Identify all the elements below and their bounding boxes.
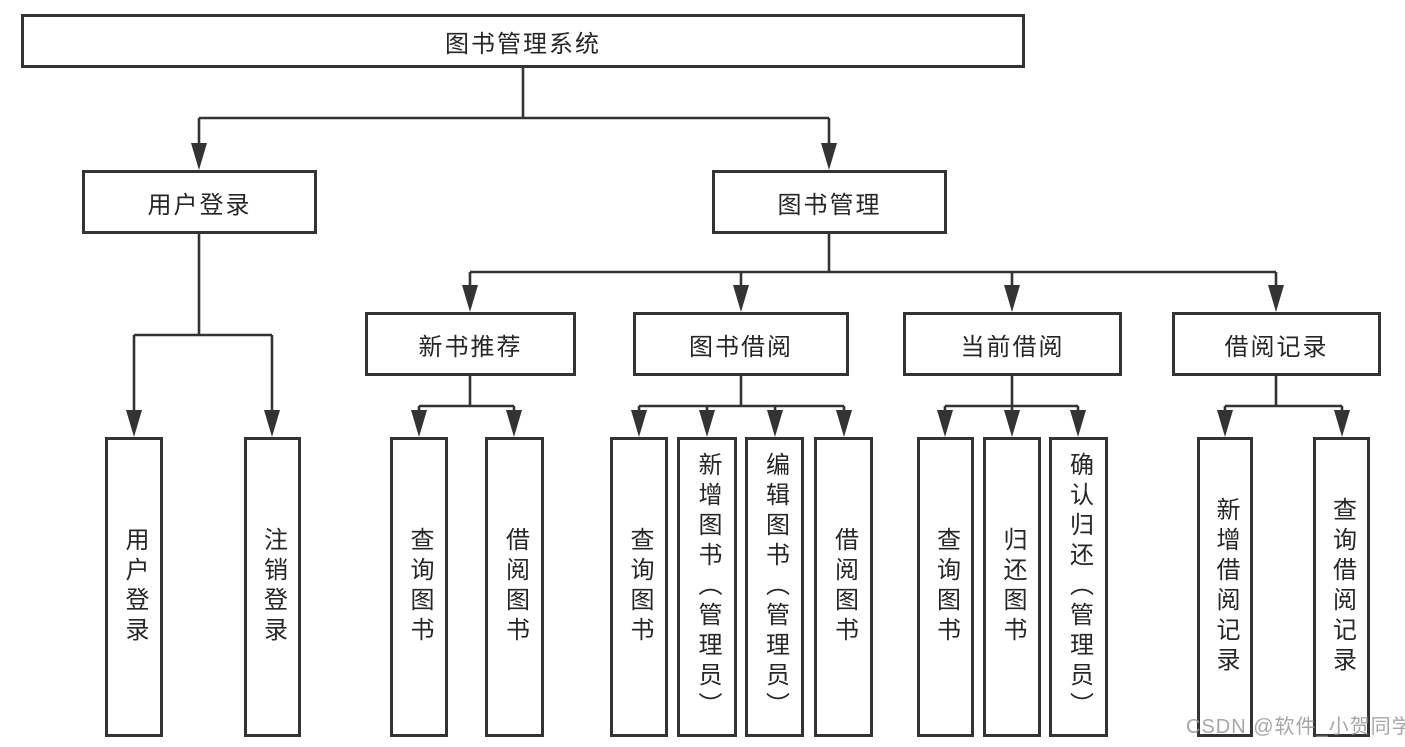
node-book-management-label: 图书管理 bbox=[777, 191, 882, 219]
node-user-login-module-label: 用户登录 bbox=[147, 191, 252, 219]
node-add-borrow-record: 新增借阅记录 bbox=[1197, 437, 1253, 737]
arrowheads bbox=[126, 143, 1350, 437]
node-root: 图书管理系统 bbox=[21, 14, 1025, 68]
node-new-book-recommend: 新书推荐 bbox=[365, 312, 576, 376]
node-user-login: 用户登录 bbox=[105, 437, 163, 737]
node-query-book-borrowing: 查询图书 bbox=[610, 437, 668, 737]
node-new-book-recommend-label: 新书推荐 bbox=[418, 333, 523, 361]
node-borrow-book-borrowing-label: 借阅图书 bbox=[830, 527, 858, 647]
node-query-book-current: 查询图书 bbox=[917, 437, 974, 737]
node-user-login-module: 用户登录 bbox=[82, 170, 317, 234]
node-edit-book-admin: 编辑图书（管理员） bbox=[745, 437, 804, 737]
node-book-borrowing: 图书借阅 bbox=[633, 312, 849, 376]
node-add-book-admin: 新增图书（管理员） bbox=[677, 437, 737, 737]
node-confirm-return-admin: 确认归还（管理员） bbox=[1049, 437, 1108, 737]
node-add-book-admin-label: 新增图书（管理员） bbox=[694, 452, 721, 722]
node-current-borrowing-label: 当前借阅 bbox=[960, 333, 1065, 361]
node-borrow-book-borrowing: 借阅图书 bbox=[814, 437, 873, 737]
node-return-book-label: 归还图书 bbox=[999, 527, 1026, 647]
node-borrowing-records: 借阅记录 bbox=[1172, 312, 1381, 376]
node-book-management: 图书管理 bbox=[712, 170, 947, 234]
node-query-book-borrowing-label: 查询图书 bbox=[626, 527, 653, 647]
node-edit-book-admin-label: 编辑图书（管理员） bbox=[761, 452, 789, 722]
node-borrowing-records-label: 借阅记录 bbox=[1224, 333, 1329, 361]
node-logout-label: 注销登录 bbox=[259, 527, 287, 647]
node-query-book-recommend-label: 查询图书 bbox=[406, 527, 433, 647]
node-query-borrow-record-label: 查询借阅记录 bbox=[1328, 497, 1356, 677]
node-root-label: 图书管理系统 bbox=[445, 30, 601, 58]
node-borrow-book-recommend: 借阅图书 bbox=[485, 437, 544, 737]
node-user-login-label: 用户登录 bbox=[121, 527, 148, 647]
node-query-book-recommend: 查询图书 bbox=[390, 437, 448, 737]
node-borrow-book-recommend-label: 借阅图书 bbox=[501, 527, 529, 647]
node-return-book: 归还图书 bbox=[983, 437, 1041, 737]
node-query-borrow-record: 查询借阅记录 bbox=[1313, 437, 1370, 737]
csdn-watermark: CSDN @软件_小贺同学 bbox=[1186, 716, 1405, 738]
node-add-borrow-record-label: 新增借阅记录 bbox=[1212, 497, 1239, 677]
node-book-borrowing-label: 图书借阅 bbox=[689, 333, 793, 361]
node-query-book-current-label: 查询图书 bbox=[932, 527, 960, 647]
node-confirm-return-admin-label: 确认归还（管理员） bbox=[1065, 452, 1093, 722]
node-logout: 注销登录 bbox=[244, 437, 301, 737]
node-current-borrowing: 当前借阅 bbox=[903, 312, 1122, 376]
